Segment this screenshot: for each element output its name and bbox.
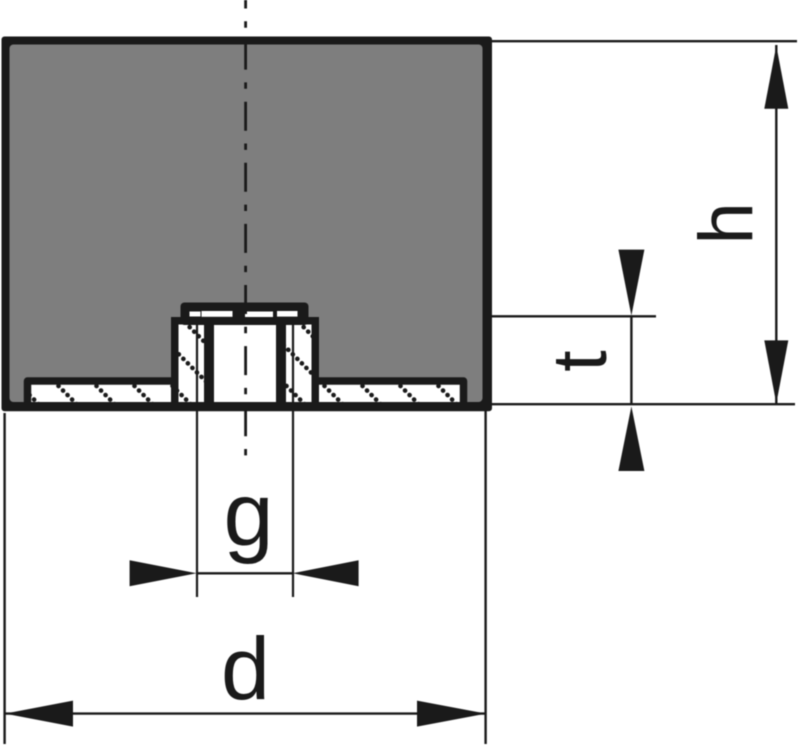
svg-text:t: t xyxy=(537,350,623,371)
svg-text:g: g xyxy=(223,466,273,566)
svg-text:h: h xyxy=(684,202,769,244)
svg-text:d: d xyxy=(221,619,270,718)
